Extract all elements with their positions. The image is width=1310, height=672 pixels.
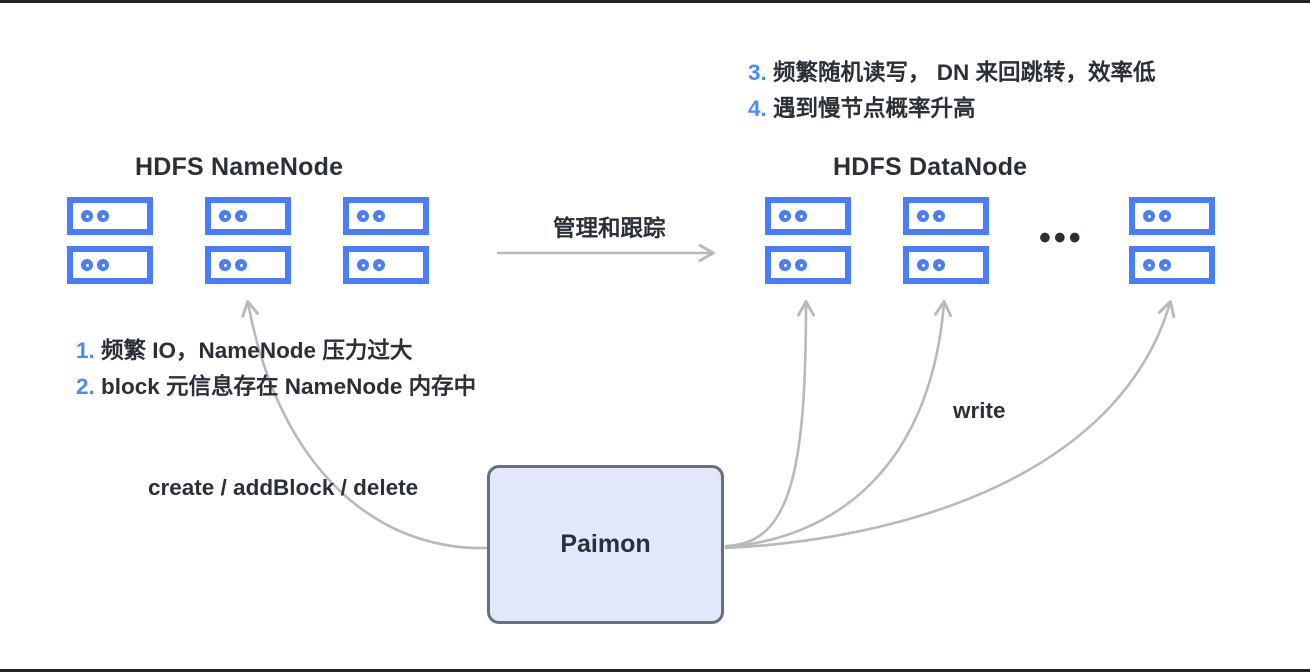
- server-icon[interactable]: [903, 246, 989, 284]
- server-led-icon: [917, 259, 929, 271]
- note-right-text-2: 遇到慢节点概率升高: [773, 96, 976, 122]
- ellipsis-more-datanodes: •••: [1039, 219, 1084, 257]
- note-left-num-2: 2.: [76, 374, 95, 400]
- server-icon[interactable]: [343, 246, 429, 284]
- server-led-icon: [1159, 259, 1171, 271]
- note-right-text-1: 频繁随机读写， DN 来回跳转，效率低: [773, 60, 1156, 85]
- group-title-namenode: HDFS NameNode: [135, 153, 344, 181]
- server-led-icon: [933, 259, 945, 271]
- datanode-stack-3[interactable]: [1129, 197, 1215, 284]
- server-led-icon: [795, 259, 807, 271]
- note-right-line-2: 4. 遇到慢节点概率升高: [748, 91, 1156, 127]
- arrow-write-dn1: [724, 300, 816, 548]
- note-left: 1. 频繁 IO，NameNode 压力过大 2. block 元信息存在 Na…: [76, 333, 476, 406]
- server-icon[interactable]: [765, 197, 851, 235]
- server-icon[interactable]: [765, 246, 851, 284]
- server-icon[interactable]: [1129, 246, 1215, 284]
- note-left-line-1: 1. 频繁 IO，NameNode 压力过大: [76, 333, 476, 369]
- server-led-icon: [219, 259, 231, 271]
- server-icon[interactable]: [205, 246, 291, 284]
- paimon-node[interactable]: Paimon: [487, 465, 724, 624]
- arrow-write-dn3: [724, 300, 1176, 550]
- namenode-stack-2[interactable]: [205, 197, 291, 284]
- server-led-icon: [1143, 259, 1155, 271]
- note-right-num-2: 4.: [748, 96, 767, 122]
- server-led-icon: [357, 259, 369, 271]
- server-icon[interactable]: [903, 197, 989, 235]
- group-title-datanode: HDFS DataNode: [833, 153, 1028, 181]
- edge-label-create-addblock-delete: create / addBlock / delete: [148, 475, 419, 500]
- edge-label-write: write: [953, 398, 1006, 423]
- server-icon[interactable]: [67, 197, 153, 235]
- server-led-icon: [235, 259, 247, 271]
- server-led-icon: [81, 210, 93, 222]
- note-left-text-1: 频繁 IO，NameNode 压力过大: [101, 338, 413, 363]
- note-right: 3. 频繁随机读写， DN 来回跳转，效率低 4. 遇到慢节点概率升高: [748, 55, 1156, 128]
- note-left-num-1: 1.: [76, 338, 95, 363]
- server-icon[interactable]: [343, 197, 429, 235]
- server-icon[interactable]: [1129, 197, 1215, 235]
- datanode-stack-1[interactable]: [765, 197, 851, 284]
- server-icon[interactable]: [205, 197, 291, 235]
- server-led-icon: [1159, 210, 1171, 222]
- server-led-icon: [235, 210, 247, 222]
- server-led-icon: [779, 259, 791, 271]
- arrow-write-dn2: [724, 300, 952, 549]
- server-icon[interactable]: [67, 246, 153, 284]
- server-led-icon: [1143, 210, 1155, 222]
- paimon-node-label: Paimon: [560, 530, 651, 558]
- namenode-stack-3[interactable]: [343, 197, 429, 284]
- server-led-icon: [97, 210, 109, 222]
- note-right-line-1: 3. 频繁随机读写， DN 来回跳转，效率低: [748, 55, 1156, 91]
- note-left-line-2: 2. block 元信息存在 NameNode 内存中: [76, 369, 476, 405]
- server-led-icon: [779, 210, 791, 222]
- note-left-text-2: block 元信息存在 NameNode 内存中: [101, 374, 477, 400]
- edge-label-manage-track: 管理和跟踪: [553, 216, 666, 241]
- server-led-icon: [917, 210, 929, 222]
- server-led-icon: [97, 259, 109, 271]
- server-led-icon: [795, 210, 807, 222]
- server-led-icon: [933, 210, 945, 222]
- server-led-icon: [219, 210, 231, 222]
- note-right-num-1: 3.: [748, 60, 767, 85]
- server-led-icon: [81, 259, 93, 271]
- server-led-icon: [357, 210, 369, 222]
- server-led-icon: [373, 259, 385, 271]
- server-led-icon: [373, 210, 385, 222]
- datanode-stack-2[interactable]: [903, 197, 989, 284]
- namenode-stack-1[interactable]: [67, 197, 153, 284]
